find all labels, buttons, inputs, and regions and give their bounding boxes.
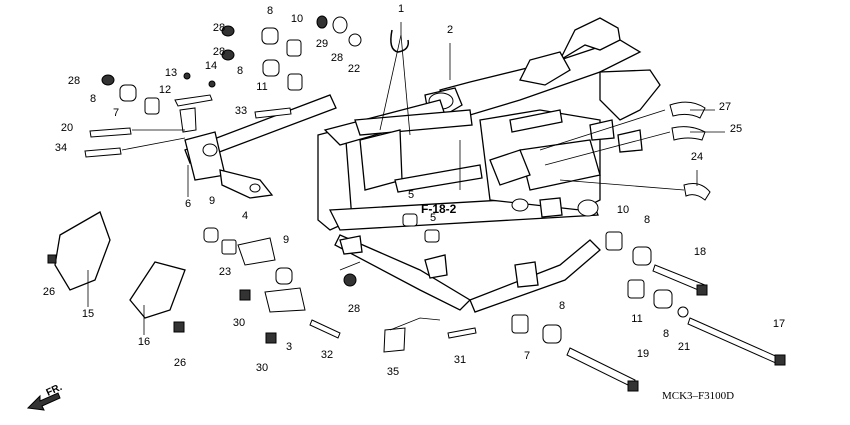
callout-c13: 13 — [165, 67, 177, 79]
callout-c8f: 8 — [663, 328, 669, 340]
callout-c8e: 8 — [559, 300, 565, 312]
callout-c31: 31 — [454, 354, 466, 366]
callout-c9b: 9 — [283, 234, 289, 246]
callout-c9a: 9 — [209, 195, 215, 207]
callout-c28c: 28 — [213, 46, 225, 58]
callout-c18: 18 — [694, 246, 706, 258]
callout-c30b: 30 — [256, 362, 268, 374]
callout-c7a: 7 — [113, 107, 119, 119]
callout-c11: 11 — [256, 81, 267, 93]
front-direction-label: FR. — [45, 382, 64, 399]
callout-c8d: 8 — [644, 214, 650, 226]
diagram-code: MCK3–F3100D — [662, 390, 734, 402]
callout-c8c: 8 — [90, 93, 96, 105]
callout-c14: 14 — [205, 60, 217, 72]
callout-c22: 22 — [348, 63, 360, 75]
callout-c11b: 11 — [631, 313, 642, 325]
callout-c19: 19 — [637, 348, 649, 360]
callout-c25: 25 — [730, 123, 742, 135]
callout-c20: 20 — [61, 122, 73, 134]
callout-c12: 12 — [159, 84, 171, 96]
callout-c27: 27 — [719, 101, 731, 113]
callout-c21: 21 — [678, 341, 690, 353]
callout-c5a: 5 — [408, 189, 414, 201]
callout-c2: 2 — [447, 24, 453, 36]
mounting-hardware — [47, 15, 786, 392]
reference-label: F-18-2 — [421, 202, 457, 216]
callout-c35: 35 — [387, 366, 399, 378]
callout-c34: 34 — [55, 142, 67, 154]
callout-c5b: 5 — [430, 212, 436, 224]
callout-c26b: 26 — [174, 357, 186, 369]
callout-c17: 17 — [773, 318, 785, 330]
callout-c10a: 10 — [291, 13, 303, 25]
callout-c33: 33 — [235, 105, 247, 117]
callout-c26a: 26 — [43, 286, 55, 298]
callout-c4: 4 — [242, 210, 248, 222]
callout-c3: 3 — [286, 341, 292, 353]
frame-body — [317, 17, 661, 313]
engine-hanger-bracket — [184, 94, 337, 199]
callout-c6: 6 — [185, 198, 191, 210]
callout-c28e: 28 — [348, 303, 360, 315]
callout-c15: 15 — [82, 308, 94, 320]
callout-c28d: 28 — [68, 75, 80, 87]
callout-c7b: 7 — [524, 350, 530, 362]
callout-c8b: 8 — [237, 65, 243, 77]
callout-c28a: 28 — [213, 22, 225, 34]
callout-c30a: 30 — [233, 317, 245, 329]
callout-c24: 24 — [691, 151, 703, 163]
leader-lines — [87, 22, 725, 335]
callout-c10b: 10 — [617, 204, 629, 216]
front-direction-arrow — [26, 392, 61, 411]
callout-c16: 16 — [138, 336, 150, 348]
callout-c1: 1 — [398, 3, 404, 15]
callout-c8a: 8 — [267, 5, 273, 17]
callout-c23: 23 — [219, 266, 231, 278]
callout-c32: 32 — [321, 349, 333, 361]
callout-c29: 29 — [316, 38, 328, 50]
callout-c28b: 28 — [331, 52, 343, 64]
